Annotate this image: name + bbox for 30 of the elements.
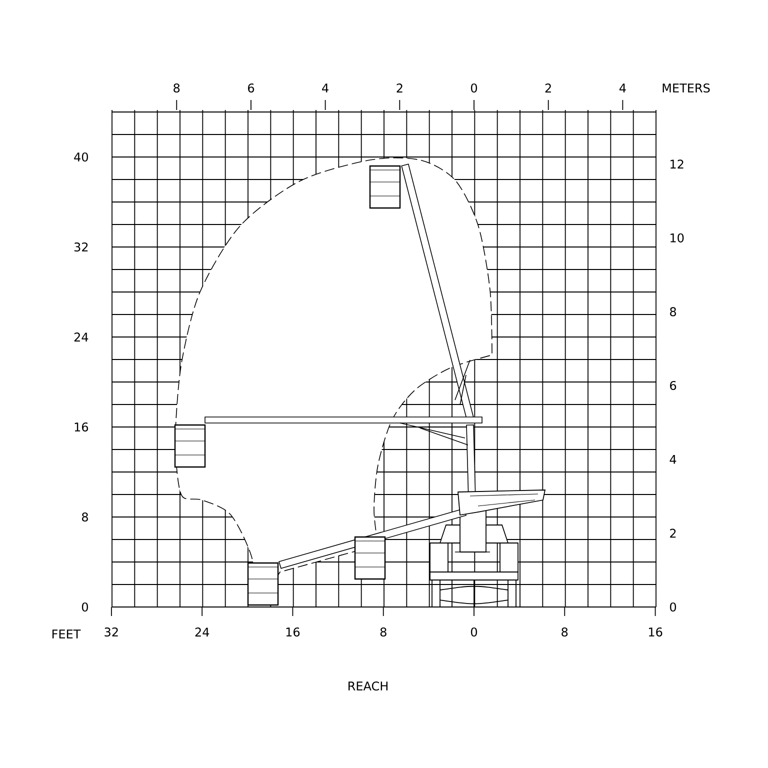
tick-label: 0 [670, 602, 676, 612]
axis-title: METERS [662, 83, 710, 93]
tick-label: 16 [649, 627, 662, 637]
tick-label: 2 [670, 528, 676, 538]
tick-label: 8 [380, 627, 386, 637]
tick-label: 10 [670, 233, 684, 242]
tick-label: 24 [195, 628, 210, 636]
tick-label: 4 [670, 455, 676, 464]
tick-label: 8 [82, 512, 88, 522]
tick-label: 16 [286, 627, 300, 637]
tick-label: 32 [74, 242, 88, 252]
tick-label: 2 [396, 84, 402, 92]
tick-label: 0 [470, 83, 478, 93]
tick-label: 6 [248, 83, 254, 93]
tick-label: 8 [174, 83, 180, 93]
tick-label: 6 [670, 380, 676, 390]
tick-label: 2 [545, 84, 551, 92]
axis-title: FEET [52, 630, 81, 638]
tick-label: 12 [670, 160, 684, 169]
tick-label: 24 [74, 332, 88, 342]
tick-label: 4 [322, 84, 328, 92]
tick-label: 0 [82, 602, 88, 612]
tick-label: 8 [562, 627, 568, 637]
tick-label: 16 [74, 422, 88, 432]
caption: REACH [348, 681, 388, 691]
tick-label: 8 [670, 307, 676, 316]
tick-label: 0 [470, 627, 478, 637]
tick-label: 32 [104, 627, 118, 637]
tick-label: 4 [619, 84, 626, 92]
tick-label: 40 [74, 152, 88, 162]
